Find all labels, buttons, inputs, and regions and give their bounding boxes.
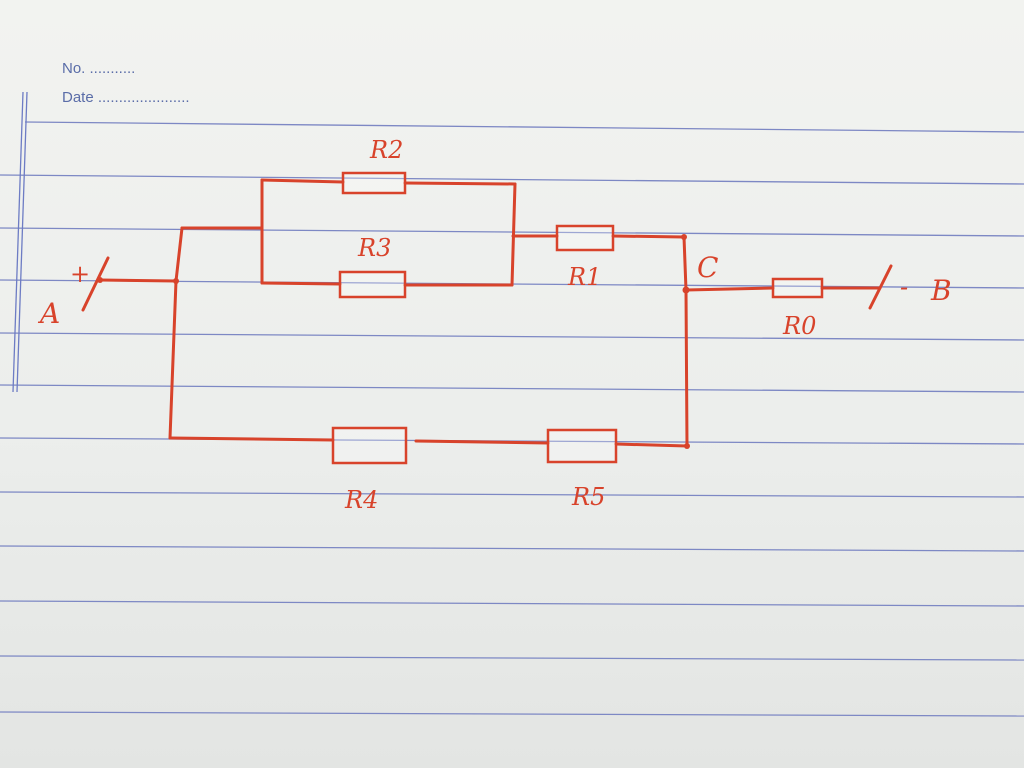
terminal-b-label: B [930, 274, 952, 307]
resistor-r4-label: R4 [344, 486, 378, 514]
margin-line [16, 91, 28, 393]
circuit-wires [81, 178, 893, 448]
resistor-r1-label: R1 [567, 263, 601, 291]
rule-line [0, 332, 1024, 341]
rule-line [0, 600, 1024, 607]
resistor-r0 [771, 277, 824, 299]
terminal-a-sign: + [70, 260, 90, 288]
resistor-r5 [546, 428, 618, 464]
terminal-a-dot [97, 277, 103, 283]
wire-r2-left [260, 178, 345, 184]
rule-line [0, 711, 1024, 717]
junction-dots [97, 234, 690, 449]
resistor-r5-label: R5 [571, 483, 605, 511]
wire-right-vertical [682, 235, 689, 448]
junction-dot [681, 234, 687, 240]
junction-dot [173, 278, 179, 284]
junction-dot [684, 443, 690, 449]
rule-line [0, 545, 1024, 552]
resistor-r2-label: R2 [369, 136, 403, 164]
rule-line [0, 655, 1024, 661]
wire-r3-left [260, 281, 342, 286]
margin-line [12, 91, 24, 393]
resistors [331, 171, 824, 465]
rule-line [0, 227, 1024, 237]
node-c-dot [682, 286, 690, 294]
wire-r4-r5 [414, 439, 550, 445]
wire-r1-right [611, 234, 686, 239]
terminal-b-sign: - [900, 273, 908, 301]
wire-r0-left [684, 286, 775, 292]
resistor-r2 [341, 171, 407, 195]
number-field-label: No. ........... [62, 60, 136, 77]
terminal-a-label: A [37, 297, 60, 330]
resistor-r0-label: R0 [782, 312, 816, 340]
node-c-label: C [697, 251, 718, 284]
resistor-r3-label: R3 [357, 234, 391, 262]
terminal-b-mark [868, 264, 893, 310]
wire-r5-right [614, 442, 689, 448]
rule-line [0, 384, 1024, 393]
rule-line [0, 174, 1024, 185]
wire-a-input [98, 278, 178, 283]
wire-r2-right [403, 181, 517, 186]
date-field-label: Date ...................... [62, 89, 190, 106]
header-rule-line [24, 121, 1024, 133]
rule-line [0, 491, 1024, 498]
resistor-r3 [338, 270, 407, 299]
resistor-r4 [331, 426, 408, 465]
resistor-r1 [555, 224, 615, 252]
wire-r4-left [168, 436, 335, 442]
wire-left-vertical [168, 226, 184, 440]
ruled-lines [0, 91, 1024, 717]
terminal-a-mark [81, 256, 110, 312]
